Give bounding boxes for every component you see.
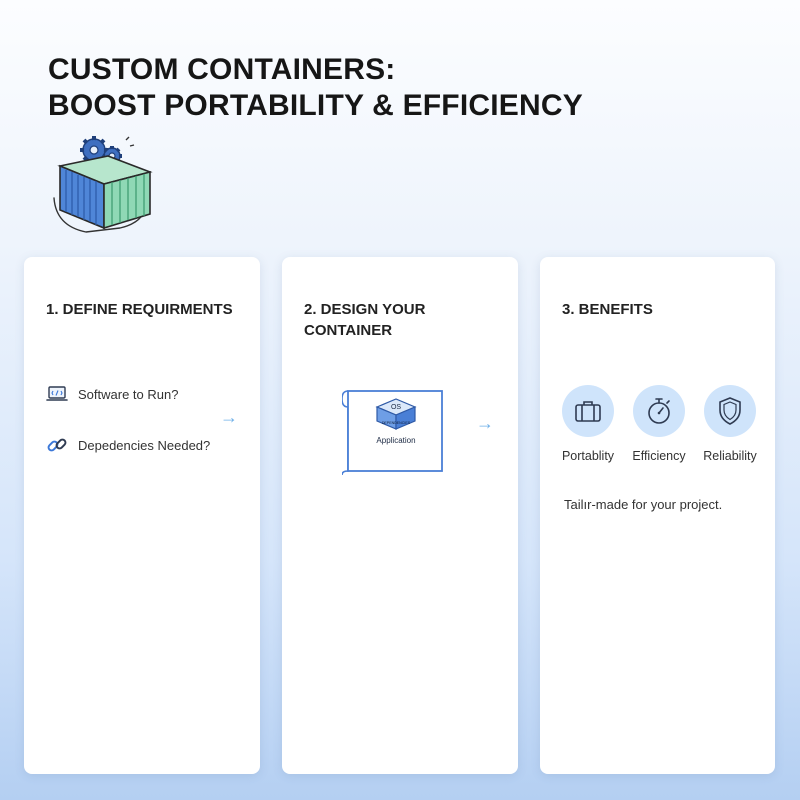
title-line-2: BOOST PORTABILITY & EFFICIENCY [48,89,583,122]
step-title: 1. DEFINE REQUIRMENTS [46,301,233,318]
benefit-label: Reliability [703,449,757,463]
container-gears-icon [53,136,153,233]
benefit-portability: Portablity [550,385,626,463]
step-card-design-container: 2. DESIGN YOUR CONTAINER OS DEPENDENCIES… [282,257,518,774]
step-title: 2. DESIGN YOUR CONTAINER [304,301,426,339]
stopwatch-icon [648,398,670,424]
os-label: OS [391,404,401,411]
laptop-code-icon [46,386,68,401]
title-line-1: CUSTOM CONTAINERS: [48,53,396,86]
next-arrow: → [220,407,238,427]
benefits-tagline: Tailır-made for your project. [564,497,723,512]
step-title: 3. BENEFITS [562,301,653,318]
requirement-label: Depedencies Needed? [78,437,211,453]
requirement-software: Software to Run? [46,385,178,403]
step-card-define-requirements: 1. DEFINE REQUIRMENTS Software to Run? D… [24,257,260,774]
application-label: Application [376,436,415,445]
container-layers-diagram: OS DEPENDENCIES Application [342,390,443,476]
step-card-benefits: 3. BENEFITS Portablity Efficiency [540,257,775,774]
next-arrow: → [476,413,494,433]
requirement-label: Software to Run? [78,386,179,402]
benefit-reliability: Reliability [692,385,768,463]
benefit-efficiency: Efficiency [621,385,697,463]
link-icon [47,438,67,452]
benefit-label: Efficiency [632,449,686,463]
dependencies-label: DEPENDENCIES [382,421,411,425]
requirement-dependencies: Depedencies Needed? [46,434,210,456]
page-title: CUSTOM CONTAINERS: BOOST PORTABILITY & E… [48,52,583,124]
shield-icon [719,397,741,425]
benefit-label: Portablity [561,449,615,463]
luggage-icon [575,401,601,422]
